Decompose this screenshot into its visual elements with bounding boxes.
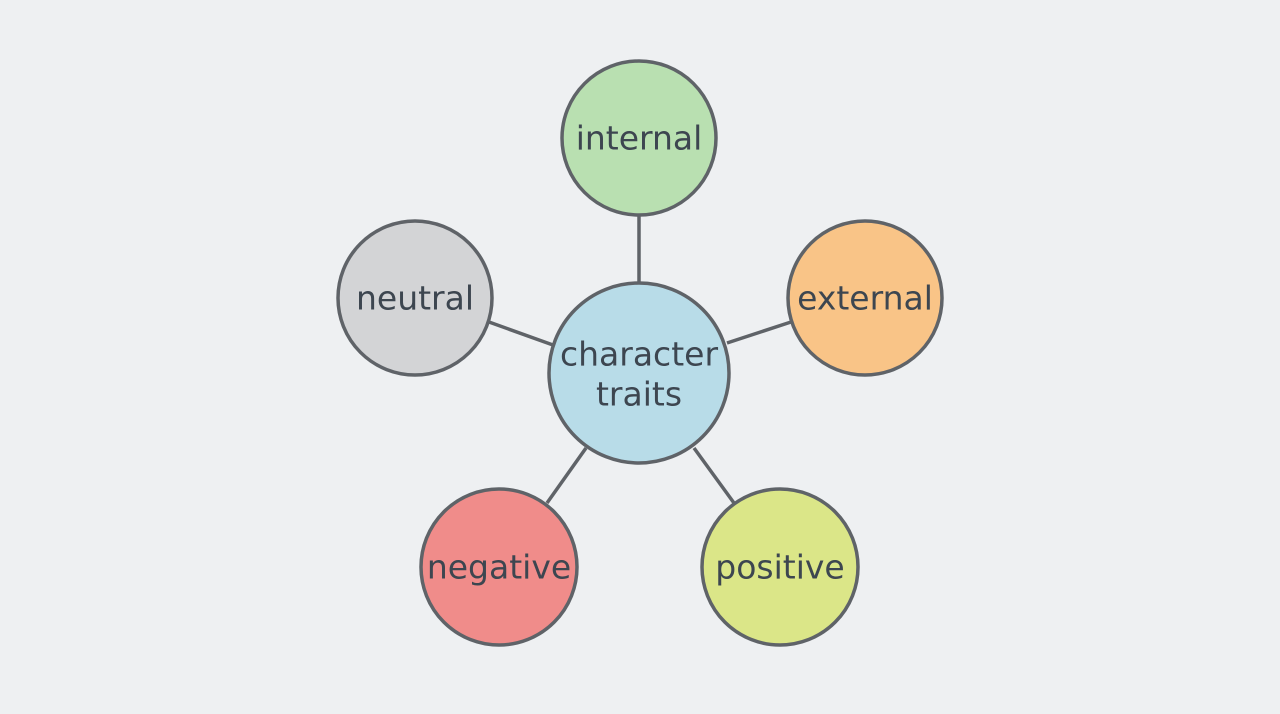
node-negative-label: negative [427, 548, 571, 587]
node-negative-circle [419, 487, 579, 647]
connector-positive [692, 446, 736, 505]
node-external: external [786, 219, 944, 377]
center-label-line2: traits [596, 375, 682, 414]
node-internal-label: internal [576, 119, 703, 158]
node-internal: internal [560, 59, 718, 217]
node-neutral-circle [336, 219, 494, 377]
center-node: character traits [547, 281, 731, 465]
node-negative: negative [419, 487, 579, 647]
node-neutral: neutral [336, 219, 494, 377]
node-internal-circle [560, 59, 718, 217]
node-external-circle [786, 219, 944, 377]
node-neutral-label: neutral [356, 279, 474, 318]
center-node-circle [547, 281, 731, 465]
connector-neutral [488, 320, 554, 347]
node-external-label: external [797, 279, 933, 318]
node-positive: positive [700, 487, 860, 647]
connector-external [726, 320, 792, 345]
connector-negative [545, 446, 588, 505]
node-positive-circle [700, 487, 860, 647]
center-label-line1: character [560, 335, 718, 374]
node-positive-label: positive [715, 548, 844, 587]
